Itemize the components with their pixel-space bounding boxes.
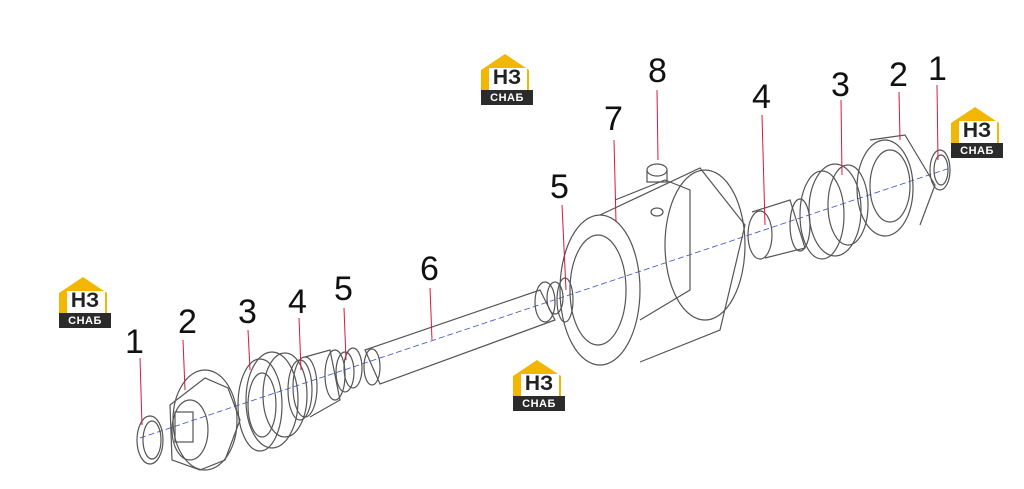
logo-house-icon [951, 107, 1003, 158]
part-5-left-oring [335, 347, 363, 393]
logo-house-icon [59, 277, 111, 328]
callout-6: 6 [420, 250, 439, 288]
logo-text: СНАБ [68, 315, 102, 327]
watermark-logo: НЗ СНАБ [475, 50, 537, 108]
callout-4-right: 4 [752, 78, 771, 116]
callout-5-right: 5 [550, 168, 569, 206]
callout-2-right: 2 [889, 56, 908, 94]
assembly-axis [139, 167, 951, 439]
callout-7: 7 [604, 100, 623, 138]
logo-text: СНАБ [522, 398, 556, 410]
part-2-right-cover [856, 134, 936, 237]
watermark-logo: НЗ СНАБ [53, 273, 115, 331]
logo-mark: НЗ [70, 289, 100, 312]
watermark-logo: НЗ СНАБ [945, 103, 1007, 161]
part-1-right-retaining-ring [929, 149, 951, 191]
watermark-logo: НЗ СНАБ [507, 356, 569, 414]
part-6-shaft [363, 281, 564, 386]
part-7-roller-body [559, 167, 746, 366]
logo-text: СНАБ [490, 92, 524, 104]
logo-text: СНАБ [960, 145, 994, 157]
part-3-left-seal [237, 351, 308, 452]
part-2-left-cover [169, 369, 241, 471]
callout-1-right: 1 [928, 50, 947, 88]
logo-house-icon [513, 360, 565, 411]
logo-mark: НЗ [524, 372, 554, 395]
callout-1-left: 1 [125, 323, 144, 361]
callout-2-left: 2 [178, 303, 197, 341]
callout-8: 8 [648, 52, 667, 90]
part-1-left-retaining-ring [136, 415, 164, 465]
callout-5-left: 5 [334, 270, 353, 308]
part-4-left-bushing [287, 349, 346, 421]
part-3-right-seal [799, 163, 869, 260]
callout-3-right: 3 [831, 66, 850, 104]
part-8-plug [646, 163, 668, 217]
callout-3-left: 3 [238, 293, 257, 331]
logo-mark: НЗ [492, 66, 522, 89]
logo-mark: НЗ [962, 119, 992, 142]
leader-lines [139, 84, 939, 426]
callout-4-left: 4 [288, 283, 307, 321]
logo-house-icon [481, 54, 533, 105]
